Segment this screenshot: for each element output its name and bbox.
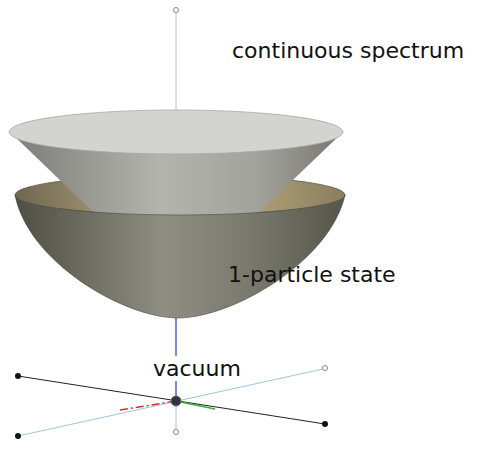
axis-end	[174, 430, 179, 435]
axis-end	[15, 373, 21, 379]
region-label: 1-particle state	[228, 262, 396, 287]
cone-top	[9, 110, 343, 154]
region-label: continuous spectrum	[232, 38, 464, 63]
axis-end	[323, 366, 328, 371]
axis-end	[15, 433, 21, 439]
x-axis-marker	[120, 401, 176, 410]
hyperboloid-surface	[15, 195, 345, 318]
y-axis-marker	[176, 401, 215, 409]
vacuum-point	[171, 396, 181, 406]
horizontal-axis	[18, 376, 325, 424]
region-label: vacuum	[150, 356, 244, 381]
axis-end	[174, 8, 179, 13]
axis-end	[322, 421, 328, 427]
